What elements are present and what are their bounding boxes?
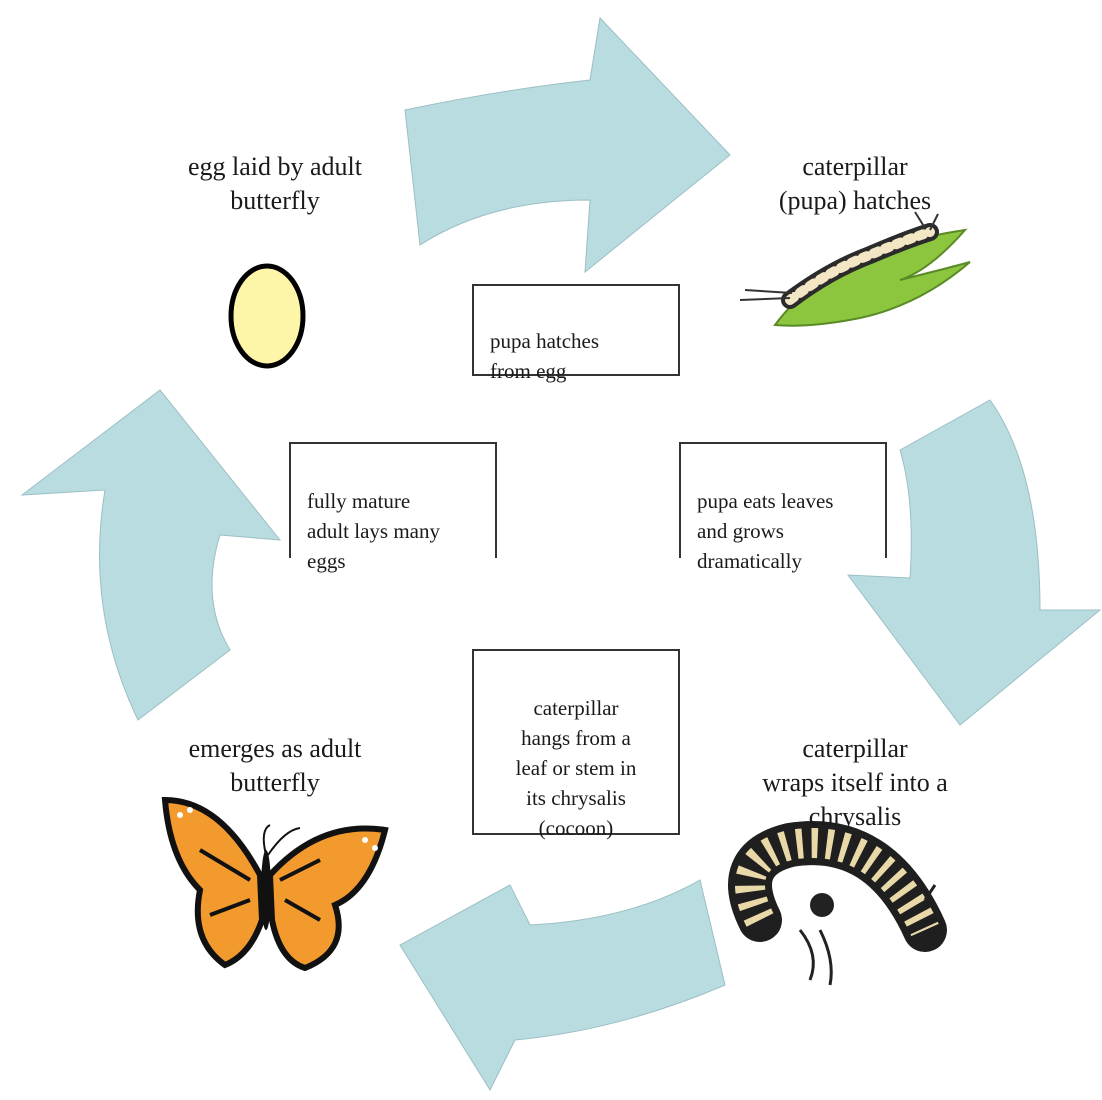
arrow-right bbox=[846, 399, 1102, 726]
note-text-hatch: pupa hatches from egg bbox=[490, 329, 600, 383]
note-box-grow: pupa eats leaves and grows dramatically bbox=[679, 442, 887, 573]
arrow-top bbox=[404, 16, 731, 274]
caterpillar-on-leaf-icon bbox=[739, 211, 971, 327]
monarch-butterfly-icon bbox=[161, 796, 389, 972]
stage-label-chrysalis: caterpillar wraps itself into a chrysali… bbox=[762, 734, 948, 831]
stage-label-egg: egg laid by adult butterfly bbox=[187, 152, 362, 215]
note-text-grow: pupa eats leaves and grows dramatically bbox=[697, 489, 834, 573]
note-box-mature: fully mature adult lays many eggs bbox=[289, 442, 497, 573]
stage-label-adult: emerges as adult butterfly bbox=[188, 734, 362, 797]
egg-icon bbox=[228, 263, 306, 369]
stage-label-caterpillar-hatches: caterpillar (pupa) hatches bbox=[778, 152, 932, 215]
arrow-bottom bbox=[399, 879, 726, 1092]
note-box-hang: caterpillar hangs from a leaf or stem in… bbox=[472, 649, 680, 840]
note-text-mature: fully mature adult lays many eggs bbox=[307, 489, 440, 573]
arrow-left bbox=[20, 389, 282, 721]
note-box-hatch: pupa hatches from egg bbox=[472, 284, 680, 383]
note-text-hang: caterpillar hangs from a leaf or stem in… bbox=[515, 696, 637, 840]
curled-caterpillar-icon bbox=[728, 821, 947, 986]
